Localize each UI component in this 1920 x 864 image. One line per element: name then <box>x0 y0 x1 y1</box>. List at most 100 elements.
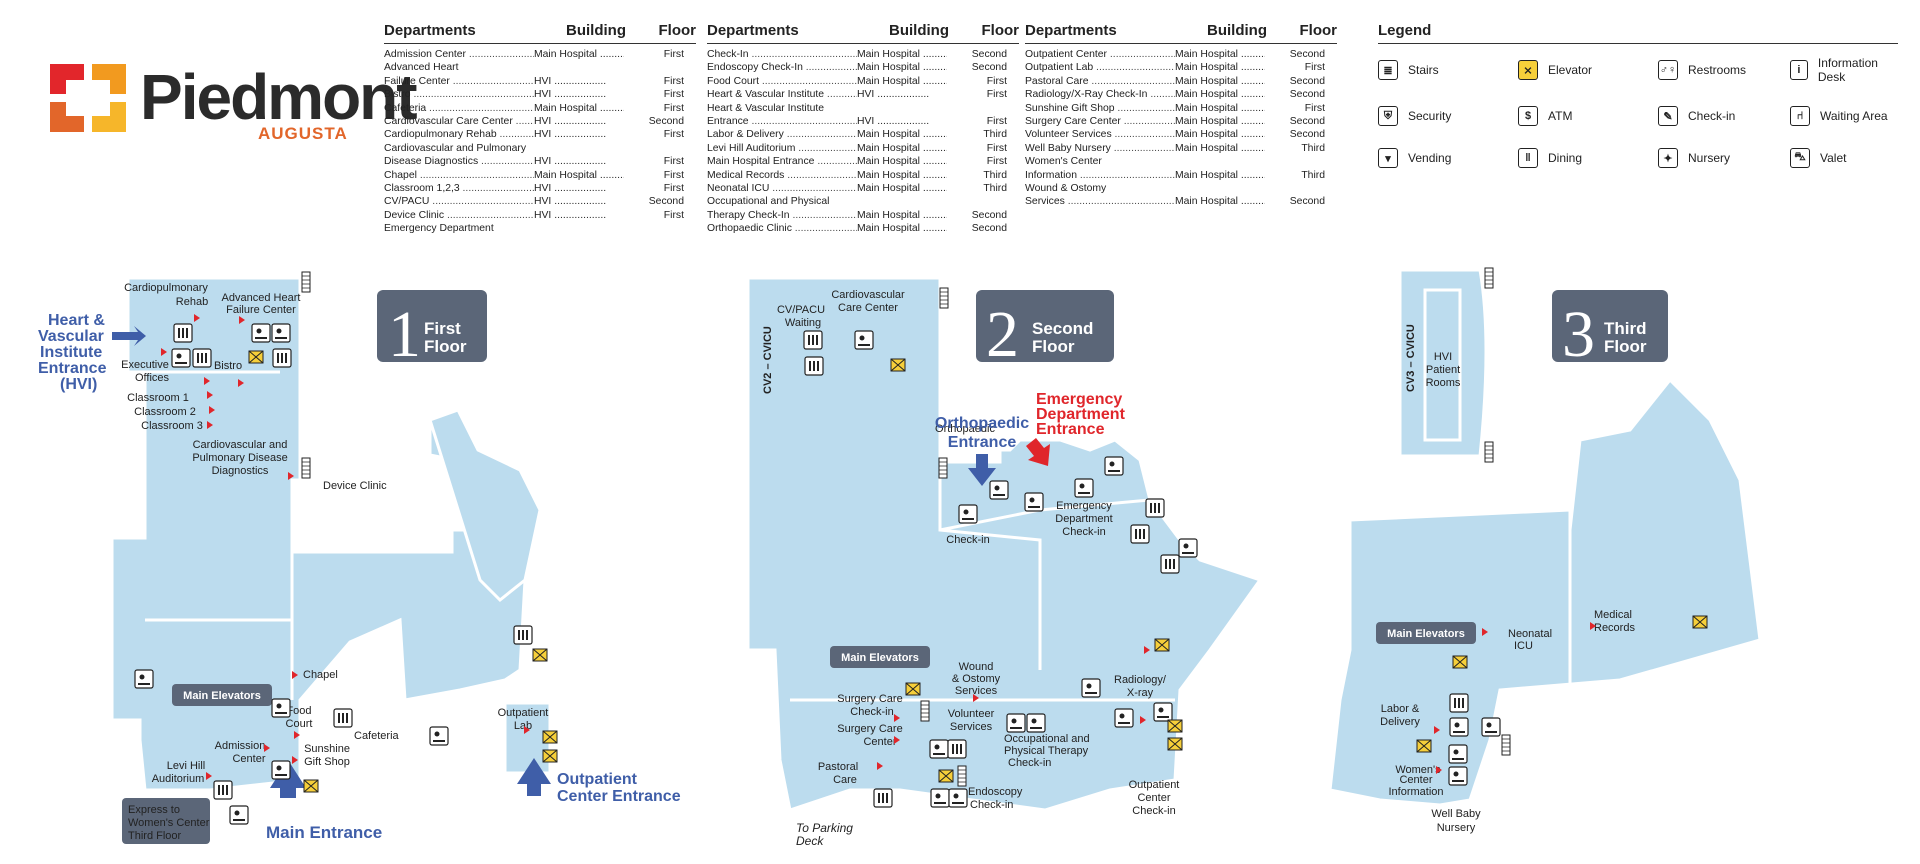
directory-row: Food CourtMain HospitalFirst <box>707 75 1019 88</box>
department-name: Neonatal ICU <box>707 182 857 195</box>
legend-item: ▾Vending <box>1378 148 1518 168</box>
department-name: Heart & Vascular Institute <box>707 102 825 114</box>
svg-text:Well Baby: Well Baby <box>1431 808 1481 820</box>
svg-text:(HVI): (HVI) <box>60 376 97 393</box>
svg-text:Outpatient: Outpatient <box>498 707 549 719</box>
svg-text:Radiology/: Radiology/ <box>1114 674 1167 686</box>
legend-label: ATM <box>1548 109 1573 123</box>
restrooms-icon <box>803 330 823 350</box>
svg-text:Main Elevators: Main Elevators <box>183 690 261 702</box>
floor-name: Second <box>648 196 684 208</box>
svg-text:Nursery: Nursery <box>1437 822 1476 834</box>
floor-name: Third <box>1301 142 1325 154</box>
emergency-entrance: Emergency Department Entrance <box>1026 391 1126 466</box>
directory-row: Endoscopy Check-InMain HospitalSecond <box>707 61 1019 74</box>
svg-text:Wound: Wound <box>959 661 994 673</box>
check-in-icon <box>989 480 1009 500</box>
floor-name: First <box>663 89 684 101</box>
floor-name: First <box>663 209 684 221</box>
elevator-icon <box>1167 719 1183 733</box>
stairs-icon <box>957 765 967 787</box>
building-name: Main Hospital <box>857 48 947 61</box>
svg-text:CV/PACU: CV/PACU <box>777 304 825 316</box>
department-name: Food Court <box>707 75 857 88</box>
svg-text:Check-in: Check-in <box>850 706 893 718</box>
department-name: Chapel <box>384 169 534 182</box>
department-name: CV/PACU <box>384 195 534 208</box>
svg-text:Pulmonary Disease: Pulmonary Disease <box>192 452 287 464</box>
svg-text:Occupational and: Occupational and <box>1004 733 1090 745</box>
svg-text:Medical: Medical <box>1594 609 1632 621</box>
building-name: Main Hospital <box>857 128 947 141</box>
floor-name: Third <box>1301 169 1325 181</box>
elevator-icon <box>532 648 548 662</box>
svg-text:Orthopaedic: Orthopaedic <box>935 415 1029 432</box>
floor-name: Second <box>1289 89 1325 101</box>
department-name: Cardiopulmonary Rehab <box>384 128 534 141</box>
svg-text:Second: Second <box>1032 319 1093 338</box>
directory-row: Radiology/X-Ray Check-InMain HospitalSec… <box>1025 88 1337 101</box>
department-name: Levi Hill Auditorium <box>707 142 857 155</box>
department-name: Occupational and Physical <box>707 196 830 208</box>
floor-name: First <box>663 156 684 168</box>
department-name: Advanced Heart <box>384 62 459 74</box>
stairs-icon <box>1484 267 1494 289</box>
restrooms-icon <box>1449 693 1469 713</box>
legend-item: ♂♀Restrooms <box>1658 56 1790 84</box>
atm-icon: $ <box>1518 106 1538 126</box>
directory-row: Disease DiagnosticsHVIFirst <box>384 155 696 168</box>
legend-label: Nursery <box>1688 151 1731 165</box>
svg-text:Surgery Care: Surgery Care <box>837 723 902 735</box>
directory-row: CV/PACUHVI Second <box>384 195 696 208</box>
floor-name: Second <box>971 49 1007 60</box>
floor-1-labels: Heart & Vascular Institute Entrance (HVI… <box>38 282 548 785</box>
building-name: Main Hospital <box>857 169 947 182</box>
orthopaedic-entrance: Orthopaedic Entrance <box>935 415 1029 486</box>
building-name: HVI <box>534 88 624 101</box>
svg-text:Classroom 1: Classroom 1 <box>127 392 189 404</box>
svg-text:Center Entrance: Center Entrance <box>557 788 681 805</box>
vending-icon <box>1153 702 1173 722</box>
information-desk-icon <box>271 760 291 780</box>
building-name: Main Hospital <box>1175 142 1265 155</box>
svg-text:Physical Therapy: Physical Therapy <box>1004 745 1089 757</box>
directory-row: EntranceHVIFirst <box>707 115 1019 128</box>
elevator-icon <box>248 350 264 364</box>
waiting-area-icon: ⑁ <box>1790 106 1810 126</box>
building-name: Main Hospital <box>1175 88 1265 101</box>
floor-2-labels: CV/PACU Waiting Cardiovascular Care Cent… <box>762 289 1179 848</box>
stairs-icon <box>938 457 948 479</box>
svg-text:Center: Center <box>863 736 896 748</box>
svg-text:CV3 – CVICU: CV3 – CVICU <box>1405 324 1417 392</box>
department-name: Cardiovascular and Pulmonary <box>384 142 527 154</box>
department-name: Therapy Check-In <box>707 209 857 222</box>
floor-3-labels: CV3 – CVICU HVI Patient Rooms Neonatal I… <box>1380 324 1635 834</box>
elevator-icon <box>303 779 319 793</box>
restrooms-icon <box>804 356 824 376</box>
security-icon: ⛨ <box>1378 106 1398 126</box>
piedmont-logo-icon <box>50 64 126 132</box>
floor-name: Second <box>1289 75 1325 87</box>
svg-text:Entrance: Entrance <box>38 360 107 377</box>
floor-name: First <box>986 156 1007 168</box>
department-name: Orthopaedic Clinic <box>707 222 857 235</box>
svg-text:Records: Records <box>1594 622 1635 634</box>
svg-text:Executive: Executive <box>121 359 169 371</box>
logo-sub: AUGUSTA <box>258 124 348 143</box>
restrooms-icon <box>1114 708 1134 728</box>
building-name: HVI <box>534 195 624 208</box>
nursery-icon <box>1448 766 1468 786</box>
directory-row: Check-InMain HospitalSecond <box>707 48 1019 61</box>
directory-row: Levi Hill AuditoriumMain HospitalFirst <box>707 142 1019 155</box>
hvi-entrance-arrow <box>112 326 146 346</box>
directory-row: Cardiovascular and Pulmonary <box>384 142 696 155</box>
building-name: HVI <box>534 115 624 128</box>
floor-name: Third <box>983 183 1007 195</box>
legend-label: Stairs <box>1408 63 1439 77</box>
legend-item: ⑁Waiting Area <box>1790 106 1898 126</box>
